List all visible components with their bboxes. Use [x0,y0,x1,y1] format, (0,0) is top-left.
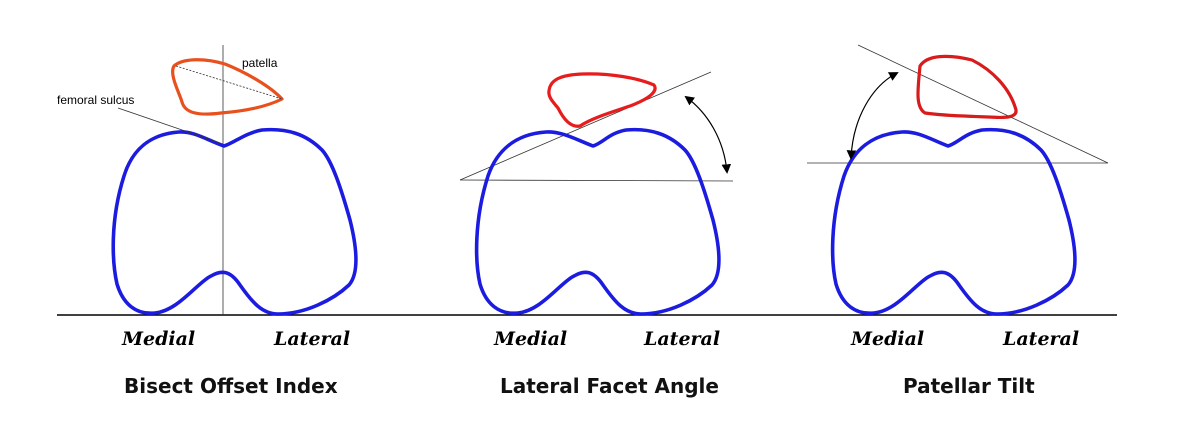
patella-axis-line [175,65,283,100]
medial-label: Medial [493,328,567,350]
patella-outline [916,54,1018,120]
angle-arc-arrow [846,72,899,160]
patella-outline [171,58,284,116]
femoral-sulcus-pointer [117,107,221,144]
lateral-label: Lateral [1002,328,1079,350]
panel-title: Lateral Facet Angle [500,374,719,398]
panel-bisect-offset-index: patella femoral sulcus Medial Lateral Bi… [57,45,358,398]
medial-label: Medial [121,328,195,350]
femur-outline [111,127,358,316]
lateral-facet-line [459,71,712,181]
panel-lateral-facet-angle: Medial Lateral Lateral Facet Angle [459,71,734,398]
panel-patellar-tilt: Medial Lateral Patellar Tilt [807,44,1109,398]
angle-arc-arrow [684,95,732,174]
femoral-sulcus-annotation: femoral sulcus [57,93,134,107]
patella-outline [547,72,657,128]
femur-outline [830,127,1077,316]
panel-title: Patellar Tilt [903,374,1035,398]
patellar-axis-line [857,44,1109,164]
panel-title: Bisect Offset Index [124,374,338,398]
horizontal-reference-line [459,179,734,182]
lateral-label: Lateral [273,328,350,350]
lateral-label: Lateral [643,328,720,350]
patella-annotation: patella [242,56,278,70]
medial-label: Medial [850,328,924,350]
